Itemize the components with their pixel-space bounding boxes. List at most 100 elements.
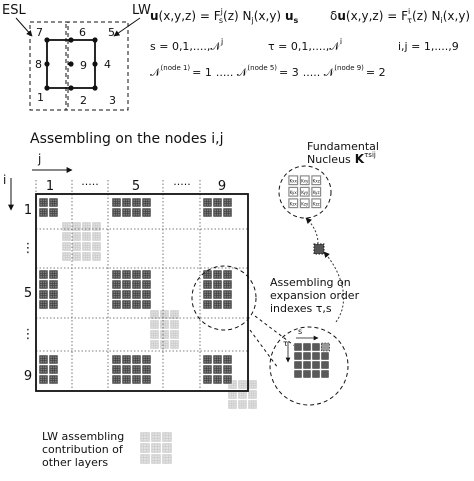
nucleus-term bbox=[228, 275, 231, 278]
nucleus-term bbox=[208, 211, 211, 214]
nucleus-term bbox=[241, 385, 244, 388]
nucleus-term bbox=[73, 225, 76, 228]
nucleus-term bbox=[127, 281, 130, 284]
nucleus-term bbox=[241, 391, 244, 394]
nucleus-term bbox=[206, 281, 209, 284]
nucleus-term bbox=[228, 273, 231, 276]
nucleus-term bbox=[206, 295, 209, 298]
nucleus-term bbox=[115, 380, 118, 383]
nucleus-term bbox=[208, 201, 211, 204]
nucleus-term bbox=[251, 383, 254, 386]
nucleus-term bbox=[42, 303, 45, 306]
nucleus-term bbox=[216, 376, 219, 379]
nucleus-term bbox=[145, 305, 148, 308]
nucleus-term bbox=[317, 375, 319, 377]
nucleus-term bbox=[243, 381, 246, 384]
expansion-line2: expansion order bbox=[270, 289, 360, 302]
nucleus-term bbox=[50, 209, 53, 212]
nucleus-term bbox=[83, 247, 86, 250]
nucleus-term bbox=[83, 227, 86, 230]
nucleus-term bbox=[306, 362, 308, 364]
nucleus-term bbox=[133, 283, 136, 286]
nucleus-term bbox=[44, 360, 47, 363]
nucleus-term bbox=[216, 358, 219, 361]
nucleus-term bbox=[157, 449, 160, 452]
nucleus-term bbox=[297, 344, 299, 346]
nucleus-term bbox=[306, 375, 308, 377]
lw-note: LW assembling contribution of other laye… bbox=[42, 430, 173, 469]
nucleus-term bbox=[163, 341, 166, 344]
nucleus-term bbox=[206, 211, 209, 214]
nucleus-term bbox=[214, 275, 217, 278]
nucleus-term bbox=[239, 403, 242, 406]
nucleus-term bbox=[165, 311, 168, 314]
nucleus-term bbox=[44, 271, 47, 274]
nucleus-term bbox=[40, 301, 43, 304]
nucleus-term bbox=[243, 383, 246, 386]
nucleus-term bbox=[133, 275, 136, 278]
nucleus-term bbox=[63, 255, 66, 258]
nucleus-term bbox=[317, 371, 319, 373]
nucleus-term bbox=[147, 213, 150, 216]
lw-arrow bbox=[113, 17, 141, 37]
nucleus-term bbox=[157, 438, 160, 441]
nucleus-term bbox=[97, 227, 100, 230]
nucleus-term bbox=[157, 446, 160, 450]
nucleus-term bbox=[85, 243, 88, 246]
nucleus-term bbox=[208, 376, 211, 379]
nucleus-term bbox=[224, 356, 227, 359]
nucleus-term bbox=[83, 253, 86, 256]
nucleus-term bbox=[44, 273, 47, 276]
nucleus-cell-label: Kxx bbox=[290, 178, 298, 183]
nucleus-term bbox=[165, 449, 169, 452]
nucleus-term bbox=[249, 393, 252, 396]
nucleus-term bbox=[308, 353, 310, 355]
nucleus-term bbox=[218, 370, 221, 373]
nucleus-term bbox=[133, 271, 136, 274]
nucleus-term bbox=[63, 243, 66, 246]
nucleus-term bbox=[204, 295, 207, 298]
nucleus-term bbox=[125, 378, 128, 381]
nucleus-term bbox=[44, 283, 47, 286]
nucleus-term bbox=[297, 364, 299, 366]
nucleus-term bbox=[63, 237, 66, 240]
nucleus-term bbox=[42, 301, 45, 304]
nucleus-term bbox=[295, 366, 297, 368]
nucleus-term bbox=[115, 303, 118, 306]
nucleus-term bbox=[127, 199, 130, 202]
nucleus-term bbox=[63, 235, 66, 238]
nucleus-term bbox=[54, 273, 57, 276]
nucleus-term bbox=[137, 301, 140, 304]
nucleus-term bbox=[123, 301, 126, 304]
nucleus-term bbox=[143, 273, 146, 276]
nucleus-term bbox=[143, 203, 146, 206]
nucleus-term bbox=[87, 255, 90, 258]
nucleus-term bbox=[54, 201, 57, 204]
nucleus-term bbox=[165, 325, 168, 328]
nucleus-term bbox=[163, 323, 166, 326]
nucleus-term bbox=[165, 333, 168, 336]
nucleus-term bbox=[113, 281, 116, 284]
nucleus-term bbox=[251, 381, 254, 384]
lw-sample-block bbox=[139, 431, 173, 465]
nucleus-term bbox=[299, 348, 301, 350]
nucleus-term bbox=[127, 291, 130, 294]
nucleus-term bbox=[115, 368, 118, 371]
nucleus-term bbox=[52, 376, 55, 379]
nucleus-term bbox=[226, 305, 229, 308]
nucleus-term bbox=[75, 247, 78, 250]
nucleus-term bbox=[137, 203, 140, 206]
nucleus-term bbox=[127, 301, 130, 304]
nucleus-term bbox=[322, 357, 324, 359]
nucleus-term bbox=[226, 201, 229, 204]
nucleus-term bbox=[95, 235, 98, 238]
nucleus-term bbox=[171, 335, 174, 338]
nucleus-term bbox=[173, 345, 176, 348]
nucleus-term bbox=[297, 353, 299, 355]
nucleus-term bbox=[297, 355, 299, 357]
nucleus-term bbox=[143, 285, 146, 288]
nucleus-term bbox=[163, 433, 166, 436]
nucleus-term bbox=[317, 357, 319, 359]
nucleus-term bbox=[67, 257, 70, 260]
nucleus-term bbox=[73, 237, 76, 240]
